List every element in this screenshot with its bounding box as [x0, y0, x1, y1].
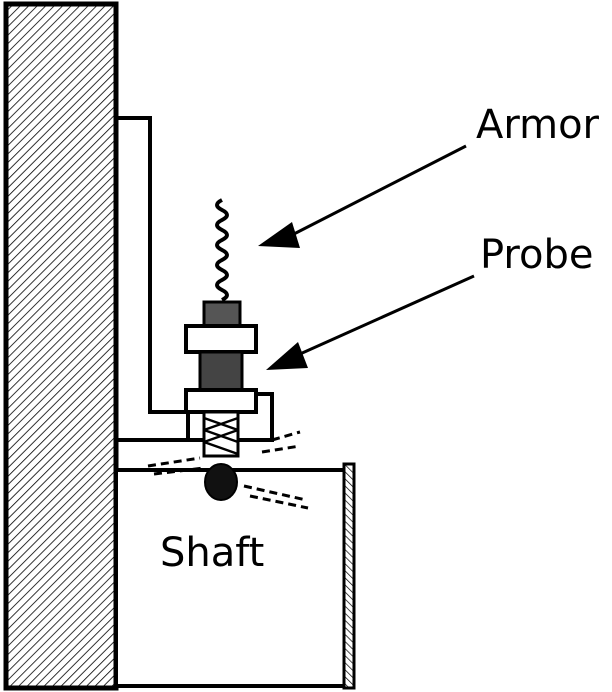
probe-arrow	[266, 274, 475, 370]
probe	[184, 300, 258, 501]
sensing-field	[147, 430, 309, 510]
housing-wall	[3, 1, 119, 691]
armor-arrow	[258, 144, 467, 248]
armor-cable	[215, 198, 229, 302]
armor-label: Armor	[476, 102, 600, 148]
probe-label: Probe	[480, 232, 593, 278]
shaft	[118, 462, 356, 690]
shaft-label: Shaft	[160, 530, 264, 576]
